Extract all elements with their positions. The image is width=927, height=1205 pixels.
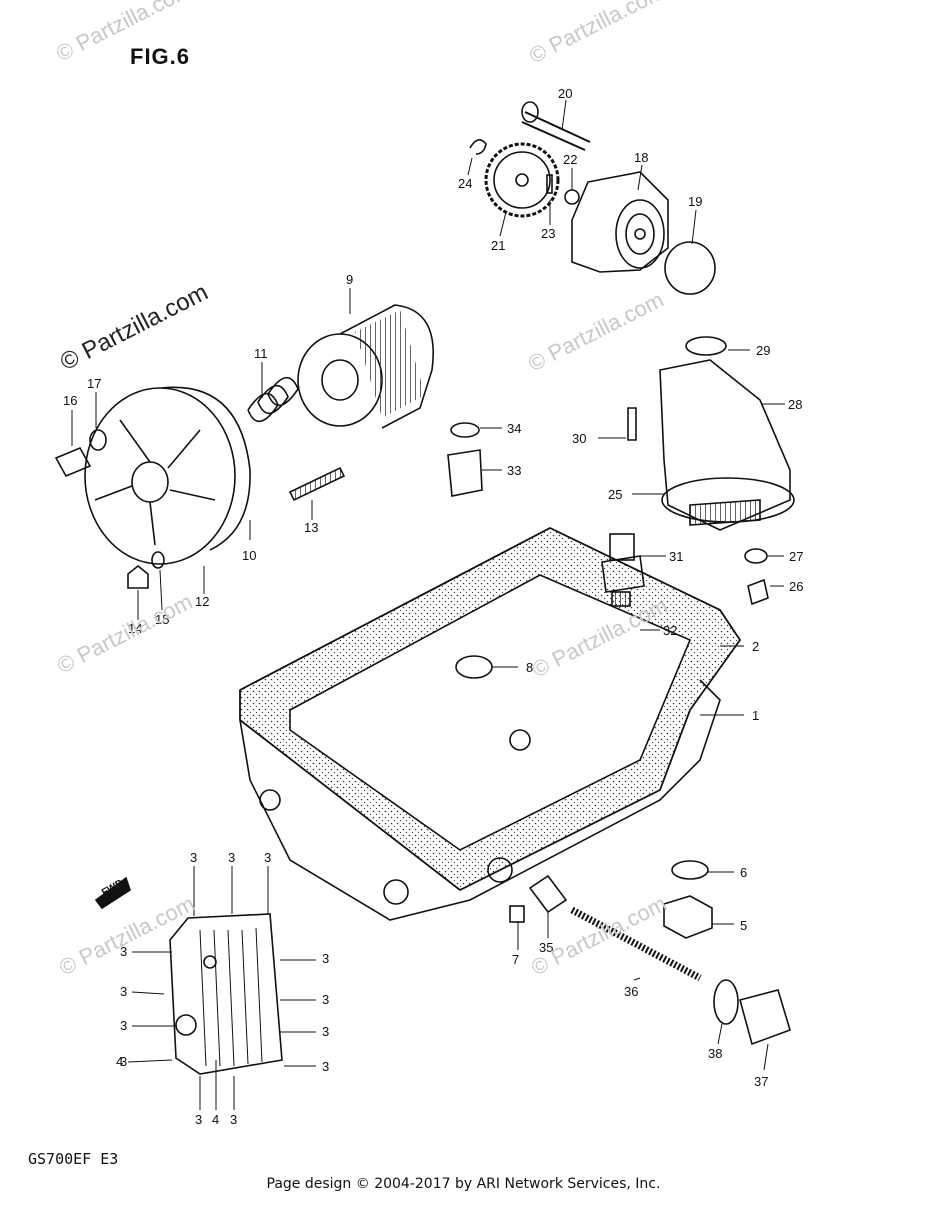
callout-15: 15	[155, 612, 169, 627]
callout-8: 8	[526, 660, 533, 675]
oil-pump	[571, 171, 669, 273]
callout-32: 32	[663, 623, 677, 638]
oil-strainer-cover	[659, 359, 795, 531]
nut-washer	[151, 551, 165, 569]
drain-bolt	[54, 446, 92, 478]
callout-12: 12	[195, 594, 209, 609]
oil-pump-gear	[484, 142, 560, 218]
screw	[509, 905, 525, 923]
callout-21: 21	[491, 238, 505, 253]
bottom-view-leaders	[127, 866, 316, 1110]
washer	[564, 189, 580, 205]
oil-pan-bottom-view	[169, 913, 283, 1075]
oil-filter-cover	[84, 387, 236, 565]
cover-o-ring	[685, 336, 727, 356]
plug	[739, 989, 791, 1046]
callout-16: 16	[63, 393, 77, 408]
washer-27	[744, 548, 768, 564]
callout-22: 22	[563, 152, 577, 167]
callout-19: 19	[688, 194, 702, 209]
fwd-arrow	[94, 876, 131, 910]
footer-copyright: Page design © 2004-2017 by ARI Network S…	[266, 1176, 661, 1192]
callout-25: 25	[608, 487, 622, 502]
drain-washer	[671, 860, 709, 880]
callout-1: 1	[752, 708, 759, 723]
circlip	[469, 139, 487, 155]
figure-title: FIG.6	[130, 44, 191, 69]
callout-3: 3	[190, 850, 197, 865]
callout-4: 4	[212, 1112, 219, 1127]
drain-plug	[663, 895, 713, 939]
callout-3: 3	[230, 1112, 237, 1127]
callout-labels: 20 18 22 24 19 21 23 9 29 11 28 17 16 34…	[63, 86, 803, 1127]
callout-33: 33	[507, 463, 521, 478]
callout-3: 3	[120, 1054, 127, 1069]
relief-valve	[447, 449, 483, 497]
oil-pan	[239, 679, 721, 921]
leader-lines	[71, 99, 785, 1071]
callout-10: 10	[242, 548, 256, 563]
plug-o-ring	[713, 979, 739, 1025]
callout-28: 28	[788, 397, 802, 412]
callout-3: 3	[264, 850, 271, 865]
callout-3: 3	[322, 1059, 329, 1074]
callout-3: 3	[120, 984, 127, 999]
callout-3: 3	[322, 1024, 329, 1039]
callout-3: 3	[228, 850, 235, 865]
callout-14: 14	[128, 621, 142, 636]
callout-18: 18	[634, 150, 648, 165]
pin	[546, 174, 553, 194]
callout-36: 36	[624, 984, 638, 999]
cover-gasket	[161, 386, 251, 551]
bolt-washer	[89, 429, 107, 451]
callout-29: 29	[756, 343, 770, 358]
callout-5: 5	[740, 918, 747, 933]
callout-31: 31	[669, 549, 683, 564]
callout-23: 23	[541, 226, 555, 241]
relief-spring	[570, 906, 702, 982]
oil-pump-shaft	[521, 101, 591, 151]
callout-24: 24	[458, 176, 472, 191]
model-code: GS700EF E3	[28, 1150, 119, 1168]
callout-27: 27	[789, 549, 803, 564]
callout-4: 4	[116, 1054, 123, 1069]
callout-35: 35	[539, 940, 553, 955]
cap-nut	[127, 564, 149, 589]
callout-9: 9	[346, 272, 353, 287]
callout-3: 3	[195, 1112, 202, 1127]
callout-30: 30	[572, 431, 586, 446]
bolt-26	[747, 578, 769, 606]
callout-37: 37	[754, 1074, 768, 1089]
callout-13: 13	[304, 520, 318, 535]
oil-filter	[297, 304, 434, 429]
callout-3: 3	[322, 951, 329, 966]
callout-7: 7	[512, 952, 519, 967]
callout-20: 20	[558, 86, 572, 101]
callout-17: 17	[87, 376, 101, 391]
callout-38: 38	[708, 1046, 722, 1061]
pump-gasket	[664, 241, 716, 295]
callout-3: 3	[322, 992, 329, 1007]
callout-6: 6	[740, 865, 747, 880]
callout-34: 34	[507, 421, 521, 436]
callout-3: 3	[120, 944, 127, 959]
sleeve	[528, 874, 568, 914]
callout-3: 3	[120, 1018, 127, 1033]
stud	[288, 466, 346, 502]
callout-26: 26	[789, 579, 803, 594]
callout-11: 11	[254, 346, 268, 361]
callout-2: 2	[752, 639, 759, 654]
filter-spring	[247, 376, 299, 423]
cover-bolt	[627, 407, 637, 441]
valve-o-ring	[450, 422, 480, 438]
